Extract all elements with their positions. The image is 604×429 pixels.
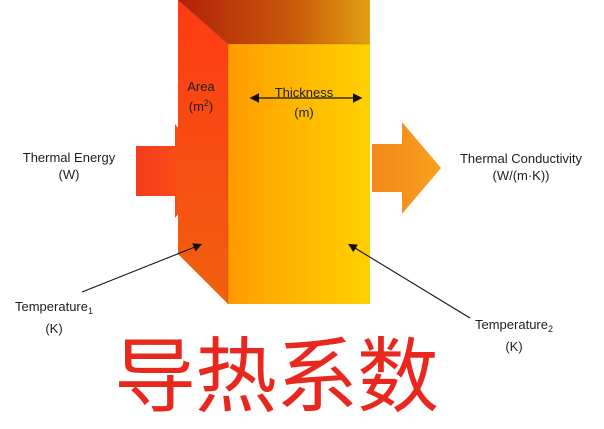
area-label-title: Area <box>187 79 215 94</box>
block-top-face <box>178 0 370 44</box>
thermal-energy-title: Thermal Energy <box>22 150 116 165</box>
thermal-conductivity-label: Thermal Conductivity (W/(m·K)) <box>440 150 602 184</box>
area-label: Area (m2) <box>176 78 226 115</box>
thickness-label-title: Thickness <box>274 85 334 100</box>
thermal-conductivity-title: Thermal Conductivity <box>459 151 583 166</box>
thickness-label: Thickness (m) <box>254 84 354 121</box>
thermal-conductivity-arrow <box>372 122 441 214</box>
temperature1-unit: (K) <box>45 321 63 336</box>
temperature1-label: Temperature1 (K) <box>2 298 106 337</box>
area-label-unit: (m2) <box>188 98 214 114</box>
block-edges <box>177 0 370 304</box>
block-front-face <box>228 44 370 304</box>
caption-thermal-conductivity-cn: 导热系数 <box>113 330 439 425</box>
temperature2-pointer <box>348 243 471 319</box>
temperature1-pointer <box>81 243 203 293</box>
block-side-face <box>178 0 228 304</box>
temperature2-title: Temperature2 <box>475 317 553 334</box>
thickness-label-unit: (m) <box>294 105 314 120</box>
thermal-energy-unit: (W) <box>58 167 80 182</box>
thermal-energy-label: Thermal Energy (W) <box>4 149 134 183</box>
temperature2-unit: (K) <box>505 339 523 354</box>
thermal-conductivity-unit: (W/(m·K)) <box>492 168 550 183</box>
temperature2-label: Temperature2 (K) <box>462 316 566 355</box>
temperature1-title: Temperature1 <box>15 299 93 316</box>
